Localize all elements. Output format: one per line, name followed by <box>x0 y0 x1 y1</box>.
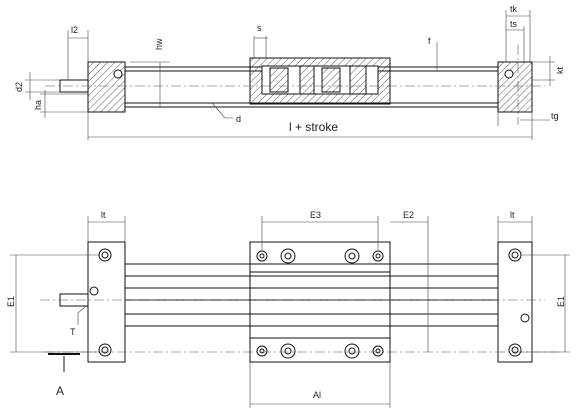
mount-hole <box>372 345 384 357</box>
mount-hole-inner <box>259 253 265 259</box>
piston-element <box>269 67 289 93</box>
left-cap-port <box>113 69 123 79</box>
mount-hole <box>344 343 360 359</box>
label-e1-right: E1 <box>556 296 566 307</box>
bolt-hole-inner <box>101 251 109 259</box>
right-end-cap <box>497 61 533 113</box>
bolt-hole <box>98 248 112 262</box>
piston-element <box>321 67 341 93</box>
mount-hole-inner <box>259 348 265 354</box>
bolt-hole-inner <box>101 346 109 354</box>
label-e2: E2 <box>403 210 414 220</box>
mount-hole-inner <box>375 253 381 259</box>
mount-hole <box>344 248 360 264</box>
mount-hole-inner <box>375 348 381 354</box>
top-view <box>45 45 545 125</box>
carriage-bottom-plate <box>249 337 391 363</box>
top-dimensions <box>25 10 555 140</box>
label-d2: d2 <box>14 82 24 92</box>
label-al: Al <box>313 390 321 400</box>
carriage-body <box>249 271 391 339</box>
label-s: s <box>257 23 262 33</box>
port-circle <box>520 313 530 323</box>
piston-element <box>299 65 315 95</box>
label-lt-right: lt <box>510 210 515 220</box>
label-tg: tg <box>551 111 559 121</box>
label-ts: ts <box>510 19 518 29</box>
label-l2: l2 <box>71 25 78 35</box>
label-e3: E3 <box>310 210 321 220</box>
left-end-cap <box>87 61 126 113</box>
label-tk: tk <box>510 4 518 14</box>
top-labels: l2 hw s f tk ts kt d2 ha d l + stroke tg <box>14 4 565 134</box>
mount-hole-inner <box>348 347 356 355</box>
mount-hole <box>280 248 296 264</box>
left-end-cap-plan <box>87 241 126 363</box>
label-e1-left: E1 <box>6 296 16 307</box>
label-lt-left: lt <box>101 210 106 220</box>
bolt-hole <box>508 343 522 357</box>
bolt-hole-inner <box>511 346 519 354</box>
right-end-cap-plan <box>497 241 533 363</box>
bottom-labels: lt lt E3 E2 E1 E1 T A Al <box>6 210 566 400</box>
mount-hole-inner <box>284 252 292 260</box>
bottom-view <box>40 241 560 363</box>
bolt-hole-inner <box>511 251 519 259</box>
label-d: d <box>236 114 241 124</box>
bolt-hole <box>508 248 522 262</box>
mount-hole-inner <box>348 252 356 260</box>
mount-hole-inner <box>284 347 292 355</box>
label-hw: hw <box>154 38 164 50</box>
mount-hole <box>256 345 268 357</box>
label-a: A <box>56 384 64 398</box>
carriage-top-plate <box>249 241 391 273</box>
label-l-stroke: l + stroke <box>289 120 338 134</box>
mount-hole <box>280 343 296 359</box>
mount-hole <box>372 250 384 262</box>
right-cap-port <box>504 69 514 79</box>
label-t: T <box>70 327 76 337</box>
label-f: f <box>428 36 431 46</box>
label-ha: ha <box>33 100 43 110</box>
port-circle <box>89 286 99 296</box>
piston-element <box>349 65 367 95</box>
bottom-dimensions <box>10 216 570 408</box>
bolt-hole <box>98 343 112 357</box>
label-kt: kt <box>555 67 565 75</box>
mount-hole <box>256 250 268 262</box>
